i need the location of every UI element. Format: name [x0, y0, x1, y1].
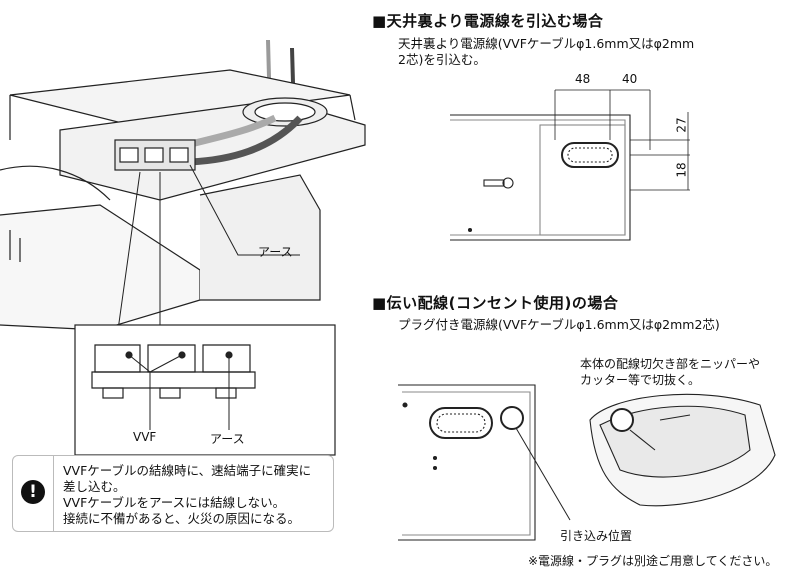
section1-title: ■天井裏より電源線を引込む場合: [372, 12, 604, 30]
cutout-note-line2: カッター等で切抜く。: [580, 373, 701, 387]
section2-desc: プラグ付き電源線(VVFケーブルφ1.6mm又はφ2mm2芯): [398, 317, 720, 332]
warning-icon-column: !: [13, 456, 54, 531]
cutout-note-line1: 本体の配線切欠き部をニッパーや: [580, 357, 761, 371]
housing-perspective-drawing: [589, 393, 776, 507]
warning-box: ! VVFケーブルの結線時に、速結端子に確実に 差し込む。 VVFケーブルをアー…: [12, 455, 334, 532]
warning-line4: 接続に不備があると、火災の原因になる。: [63, 511, 301, 526]
section1-desc-line2: 2芯)を引込む。: [398, 52, 486, 67]
exclamation-icon: !: [21, 480, 45, 504]
footnote: ※電源線・プラグは別途ご用意してください。: [528, 554, 778, 568]
terminal-detail-box: [74, 324, 336, 456]
dim-40: 40: [622, 72, 638, 86]
earth-label-detail: アース: [210, 432, 245, 446]
warning-text: VVFケーブルの結線時に、速結端子に確実に 差し込む。 VVFケーブルをアースに…: [63, 463, 311, 527]
dim-27: 27: [674, 117, 689, 133]
pull-in-position-label: 引き込み位置: [560, 529, 633, 543]
plan-drawing-top: [450, 89, 690, 241]
earth-label: アース: [258, 245, 293, 259]
dim-18: 18: [674, 162, 689, 178]
section1-desc-line1: 天井裏より電源線(VVFケーブルφ1.6mm又はφ2mm: [398, 36, 695, 51]
section2-title: ■伝い配線(コンセント使用)の場合: [372, 294, 619, 312]
warning-line3: VVFケーブルをアースには結線しない。: [63, 495, 286, 510]
plan-drawing-bottom: [398, 384, 571, 541]
fixture-perspective-drawing: [0, 39, 366, 331]
warning-line1: VVFケーブルの結線時に、速結端子に確実に: [63, 463, 312, 478]
dim-48: 48: [575, 72, 591, 86]
vvf-label: VVF: [133, 430, 157, 444]
warning-line2: 差し込む。: [63, 479, 126, 494]
